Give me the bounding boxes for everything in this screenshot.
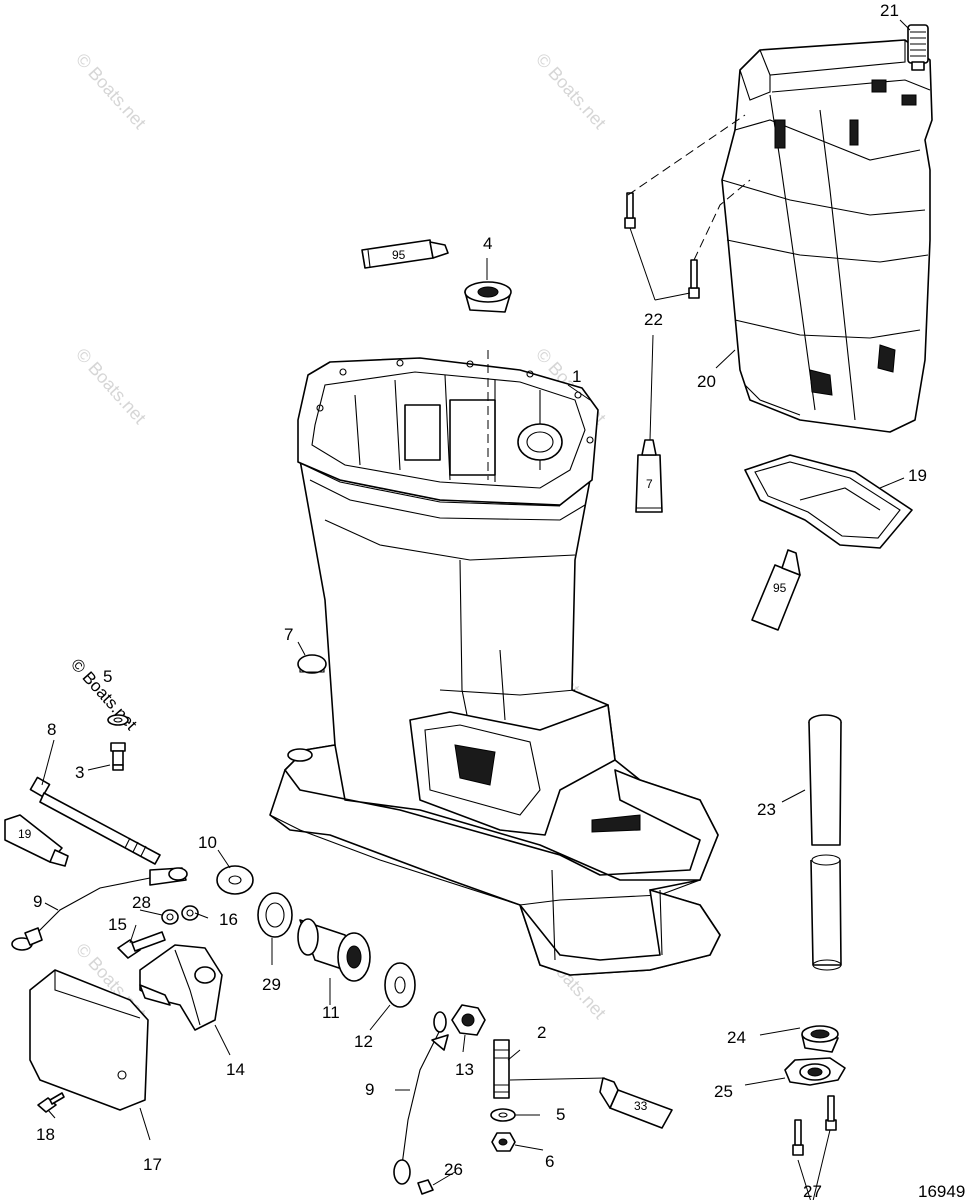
callout-5: 5 — [103, 667, 112, 686]
callout-5-lower: 5 — [556, 1105, 565, 1124]
callout-8: 8 — [47, 720, 56, 739]
part-4-bushing[interactable] — [464, 281, 512, 313]
watermark: © Boats.net — [532, 49, 610, 132]
part-9-ground-strap[interactable] — [11, 867, 188, 951]
callout-29: 29 — [262, 975, 281, 994]
callout-14: 14 — [226, 1060, 245, 1079]
callout-1: 1 — [572, 367, 581, 386]
watermark: © Boats.net — [72, 49, 150, 132]
part-1-driveshaft-housing[interactable] — [269, 350, 721, 976]
tube-95-lower: 95 — [751, 549, 801, 631]
callout-17: 17 — [143, 1155, 162, 1174]
callout-21: 21 — [880, 1, 899, 20]
callout-15: 15 — [108, 915, 127, 934]
part-29-washer[interactable] — [257, 892, 293, 938]
callout-20: 20 — [697, 372, 716, 391]
tube-label: 7 — [646, 477, 653, 491]
part-21-plug[interactable] — [907, 24, 929, 71]
part-5-washer-lower[interactable] — [490, 1108, 516, 1122]
diagram-reference-number: 16949 — [918, 1182, 965, 1200]
part-3-bolt[interactable] — [110, 742, 126, 771]
part-28-lockwasher[interactable] — [161, 909, 179, 925]
tube-7: 7 — [635, 439, 663, 513]
tube-label: 33 — [634, 1099, 648, 1113]
part-10-washer[interactable] — [216, 865, 254, 895]
callout-6: 6 — [545, 1152, 554, 1171]
part-23-water-tube[interactable] — [808, 714, 842, 971]
callout-25: 25 — [714, 1082, 733, 1101]
callout-19: 19 — [908, 466, 927, 485]
callout-28: 28 — [132, 893, 151, 912]
leader-lines — [41, 19, 911, 1200]
part-15-bolt[interactable] — [117, 931, 166, 959]
part-6-nut[interactable] — [491, 1132, 516, 1152]
callout-26: 26 — [444, 1160, 463, 1179]
part-20-upper-housing[interactable] — [721, 39, 933, 433]
part-11-bushing[interactable] — [297, 918, 371, 982]
callout-23: 23 — [757, 800, 776, 819]
part-5-washer[interactable] — [107, 714, 129, 726]
part-18-screw[interactable] — [37, 1092, 65, 1113]
callout-9: 9 — [33, 892, 42, 911]
part-25-retainer[interactable] — [784, 1057, 846, 1086]
part-16-washer[interactable] — [181, 905, 199, 921]
tube-19: 19 — [4, 814, 69, 867]
part-27-bolts[interactable] — [792, 1095, 837, 1156]
part-8-long-bolt[interactable] — [29, 776, 161, 865]
callout-3: 3 — [75, 763, 84, 782]
callout-24: 24 — [727, 1028, 746, 1047]
tube-33: 33 — [599, 1077, 673, 1129]
callout-18: 18 — [36, 1125, 55, 1144]
part-26-screw[interactable] — [417, 1179, 434, 1195]
tube-95-upper: 95 — [361, 239, 449, 269]
part-24-grommet[interactable] — [801, 1025, 839, 1053]
callout-10: 10 — [198, 833, 217, 852]
callout-16: 16 — [219, 910, 238, 929]
part-7-plug[interactable] — [297, 654, 327, 674]
callout-11: 11 — [322, 1003, 340, 1022]
tube-label: 19 — [18, 827, 32, 841]
part-12-washer[interactable] — [384, 962, 416, 1008]
tube-label: 95 — [392, 248, 406, 262]
part-13-nut[interactable] — [451, 1004, 486, 1036]
part-9-ground-strap-lower[interactable] — [393, 1011, 449, 1185]
callout-4: 4 — [483, 234, 492, 253]
callout-9-lower: 9 — [365, 1080, 374, 1099]
callout-12: 12 — [354, 1032, 373, 1051]
tube-label: 95 — [773, 581, 787, 595]
watermark: © Boats.net — [72, 344, 150, 427]
part-2-stud[interactable] — [493, 1039, 510, 1099]
callout-13: 13 — [455, 1060, 474, 1079]
callout-22: 22 — [644, 310, 663, 329]
part-17-anode[interactable] — [29, 969, 149, 1111]
callout-2: 2 — [537, 1023, 546, 1042]
part-19-gasket[interactable] — [744, 454, 913, 549]
part-14-bracket[interactable] — [139, 944, 223, 1031]
callout-27: 27 — [803, 1182, 822, 1200]
callout-7: 7 — [284, 625, 293, 644]
callout-labels: 1 2 3 4 5 6 7 8 9 10 11 12 13 14 15 16 1… — [33, 1, 965, 1200]
